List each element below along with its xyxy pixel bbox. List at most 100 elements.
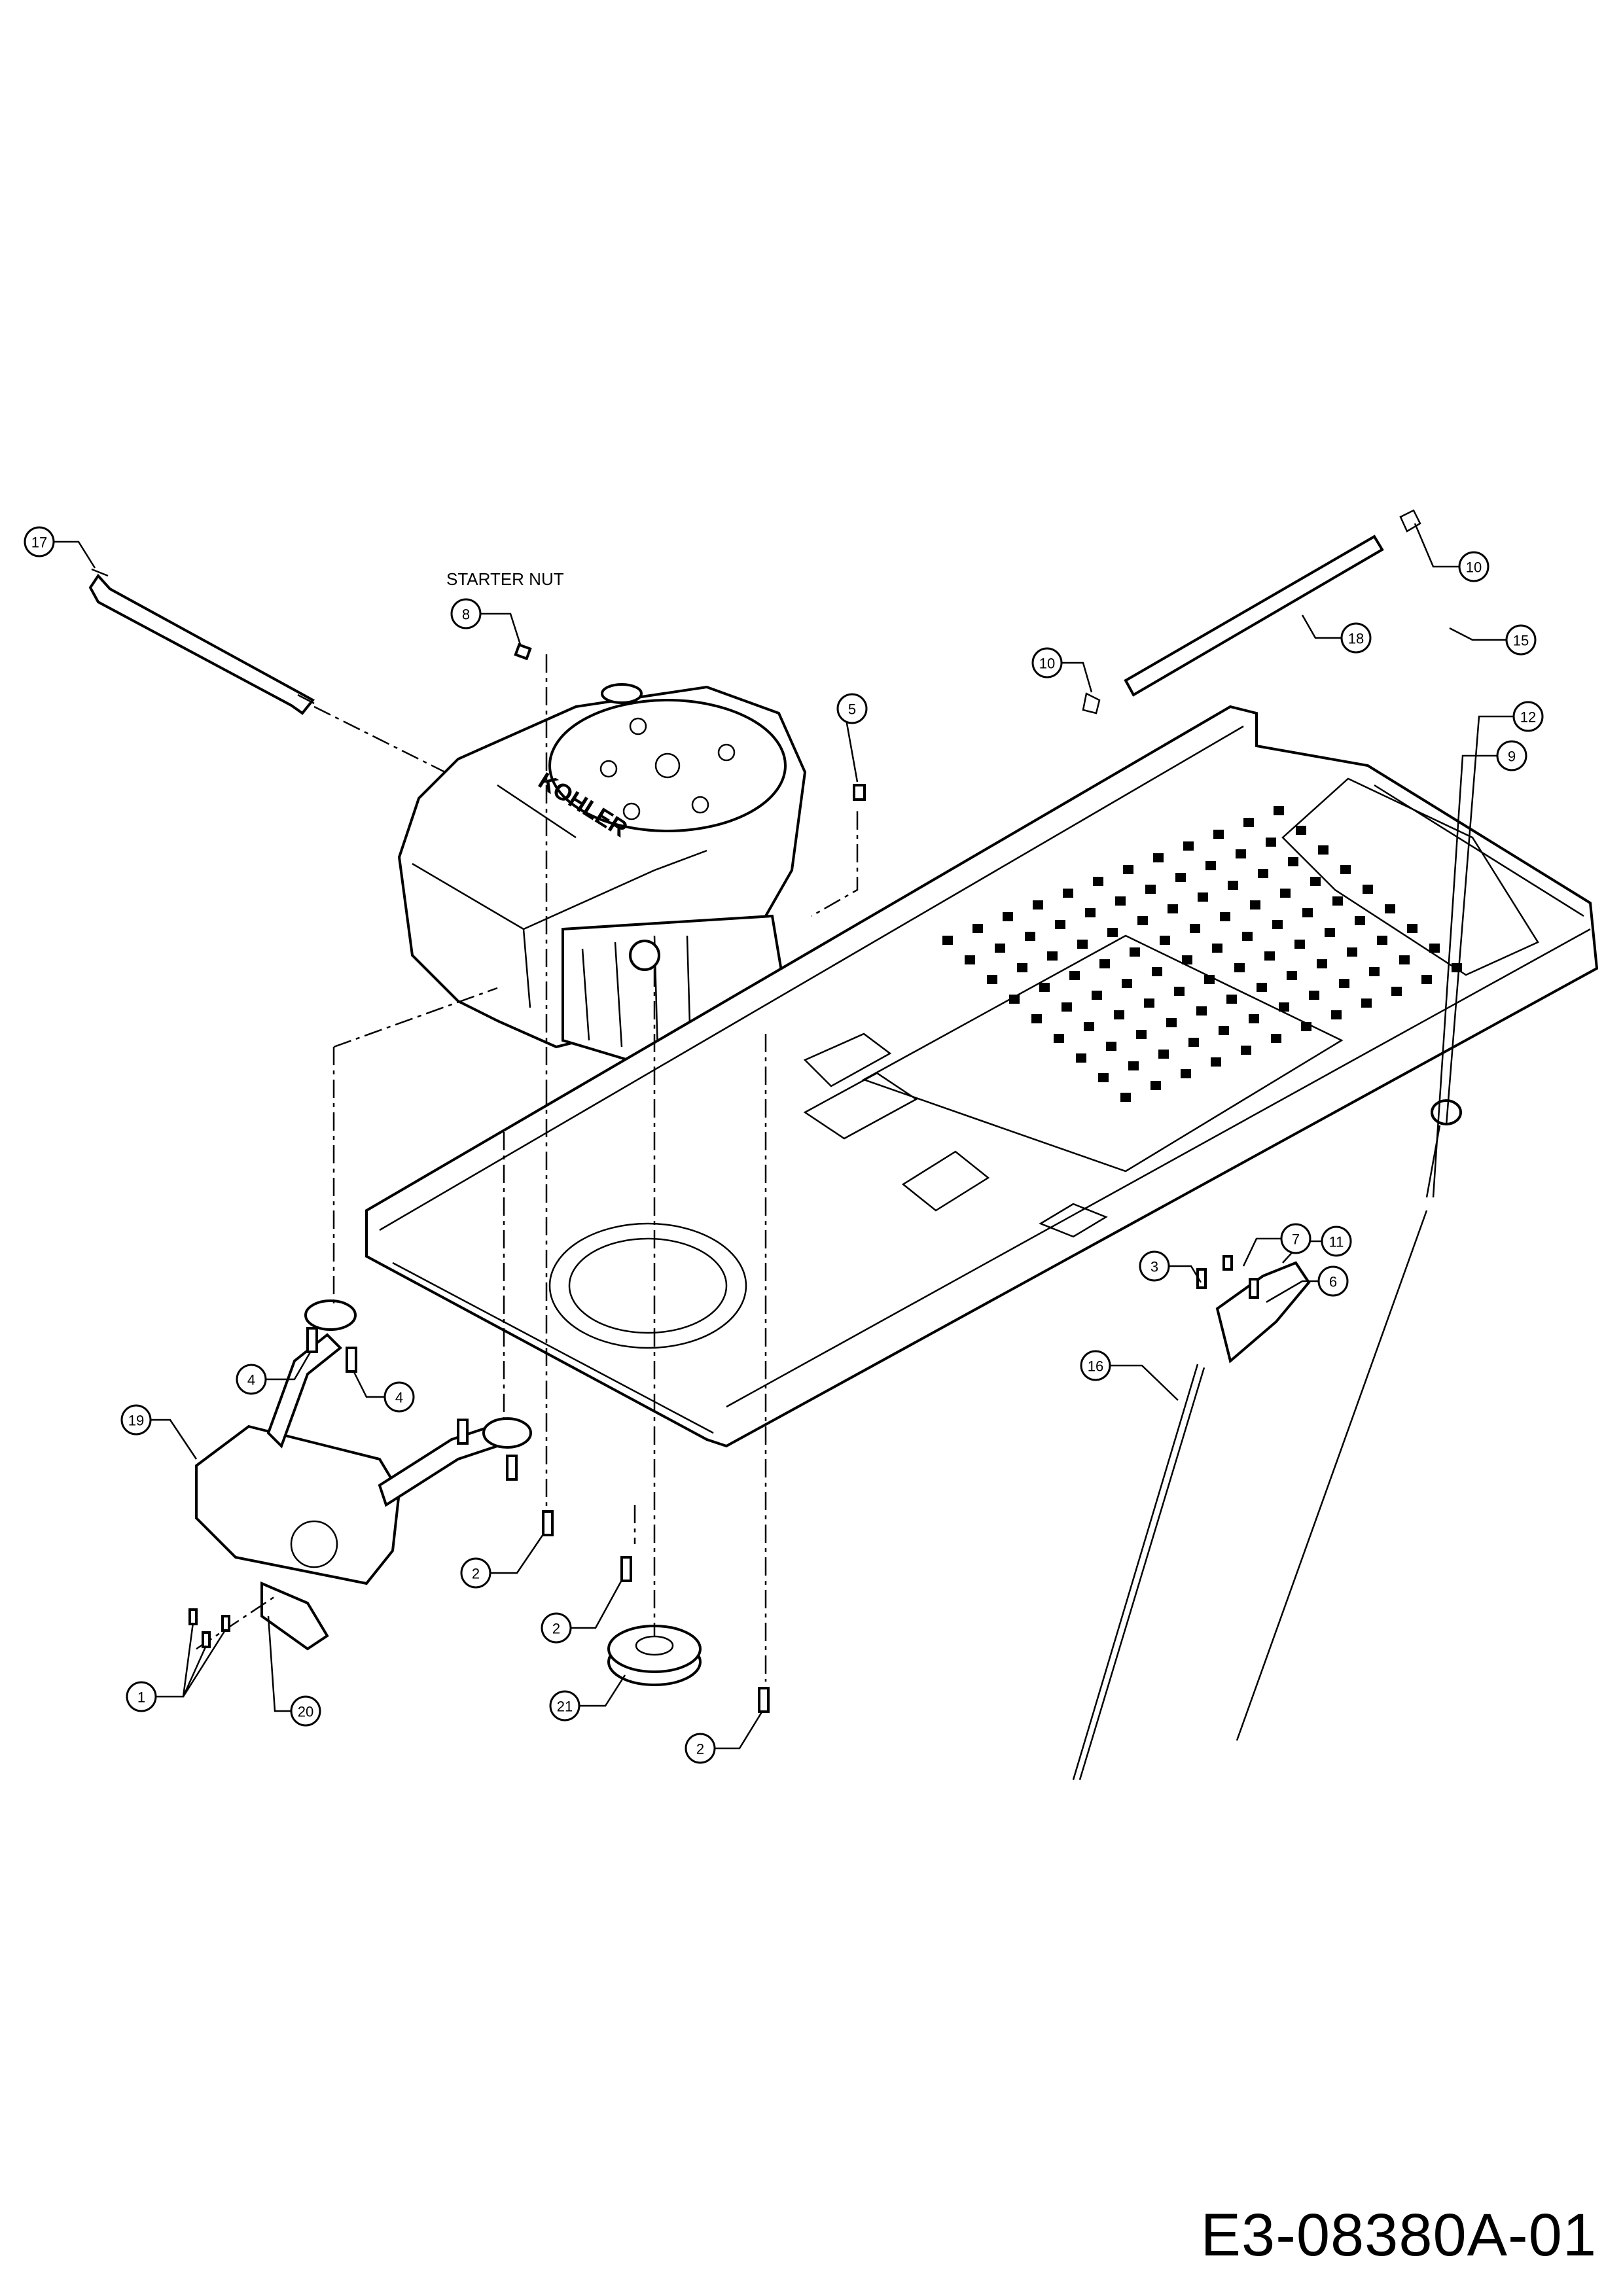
callout-circle [236,1364,267,1395]
callout-circle [1340,622,1372,654]
floor-slot [1137,916,1148,925]
floor-slot [1391,987,1402,996]
callout-number: 6 [1329,1274,1337,1290]
floor-slot [1302,908,1313,917]
floor-slot [1363,885,1373,894]
floor-slot [995,944,1005,953]
callout-circle [24,526,55,557]
callout-number: 10 [1039,656,1055,672]
floor-slot [1190,924,1200,933]
floor-slot [1196,1006,1207,1016]
floor-slot [1182,955,1192,964]
callout-c4b: 4 [383,1381,415,1413]
callout-circle [1512,701,1544,732]
callout-c16: 16 [1080,1350,1111,1381]
floor-slot [1145,885,1156,894]
callout-c17: 17 [24,526,55,557]
floor-slot [1188,1038,1199,1047]
floor-slot [1294,940,1305,949]
floor-slot [1153,853,1164,862]
callout-circle [383,1381,415,1413]
floor-slot [1120,1093,1131,1102]
callout-number: 16 [1088,1358,1103,1375]
callout-circle [120,1404,152,1436]
floor-slot [1093,877,1103,886]
floor-slot [1264,951,1275,961]
floor-slot [1361,998,1372,1008]
callout-c1: 1 [126,1681,157,1712]
callout-circle [549,1690,580,1722]
callout-c11: 11 [1321,1226,1352,1257]
floor-slot [1003,912,1013,921]
floor-slot [1331,1010,1342,1019]
muffler-assembly [195,1299,532,1651]
callout-circle [1321,1226,1352,1257]
floor-slot [1107,928,1118,937]
callout-c4a: 4 [236,1364,267,1395]
floor-slot [1257,983,1267,992]
callout-c2a: 2 [460,1557,491,1589]
floor-slot [1076,1053,1086,1063]
floor-slot [1429,944,1440,953]
floor-slot [1144,998,1154,1008]
callout-c2c: 2 [685,1733,716,1764]
floor-slot [1205,861,1216,870]
callout-circle [685,1733,716,1764]
floor-slot [1279,1002,1289,1012]
floor-slot [1136,1030,1147,1039]
callout-number: 3 [1150,1259,1158,1275]
callout-number: 19 [128,1413,144,1429]
callout-c12: 12 [1512,701,1544,732]
floor-slot [1219,1026,1229,1035]
callout-c9: 9 [1496,740,1527,771]
callout-circle [460,1557,491,1589]
floor-slot [1288,857,1298,866]
callout-circle [541,1612,572,1644]
floor-slot [1069,971,1080,980]
floor-slot [1280,889,1291,898]
callout-circle [1139,1250,1170,1282]
floor-slot [1128,1061,1139,1070]
floor-slot [1369,967,1380,976]
alignment-lines [196,654,859,1682]
callout-c21: 21 [549,1690,580,1722]
floor-slot [1226,995,1237,1004]
callout-number: 7 [1292,1231,1300,1248]
floor-slot [1249,1014,1259,1023]
floor-slot [1099,959,1110,968]
callout-c8: 8 [450,598,482,629]
floor-slot [1274,806,1284,815]
callout-circle [1317,1265,1349,1297]
floor-slot [1309,991,1319,1000]
floor-slot [1123,865,1133,874]
fuel-hose-part [88,568,446,773]
floor-slot [1122,979,1132,988]
floor-slot [1047,951,1058,961]
floor-slot [1317,959,1327,968]
floor-slot [1377,936,1387,945]
floor-slot-pattern [942,806,1462,1102]
floor-slot [1031,1014,1042,1023]
callout-c7: 7 [1280,1223,1311,1254]
floor-slot [1055,920,1065,929]
callout-c10a: 10 [1458,551,1489,582]
floor-slot [1213,830,1224,839]
floor-slot [1158,1050,1169,1059]
floor-slot [1114,1010,1124,1019]
floor-slot [1339,979,1349,988]
floor-slot [1407,924,1418,933]
floor-slot [1271,1034,1281,1043]
floor-slot [1242,932,1253,941]
floor-slot [1325,928,1335,937]
floor-slot [1077,940,1088,949]
callout-number: 17 [31,535,47,551]
floor-slot [1228,881,1238,890]
floor-slot [1106,1042,1116,1051]
floor-slot [1310,877,1321,886]
floor-slot [1355,916,1365,925]
floor-slot [1421,975,1432,984]
floor-slot [1084,1022,1094,1031]
callout-c19: 19 [120,1404,152,1436]
floor-slot [1168,904,1178,913]
